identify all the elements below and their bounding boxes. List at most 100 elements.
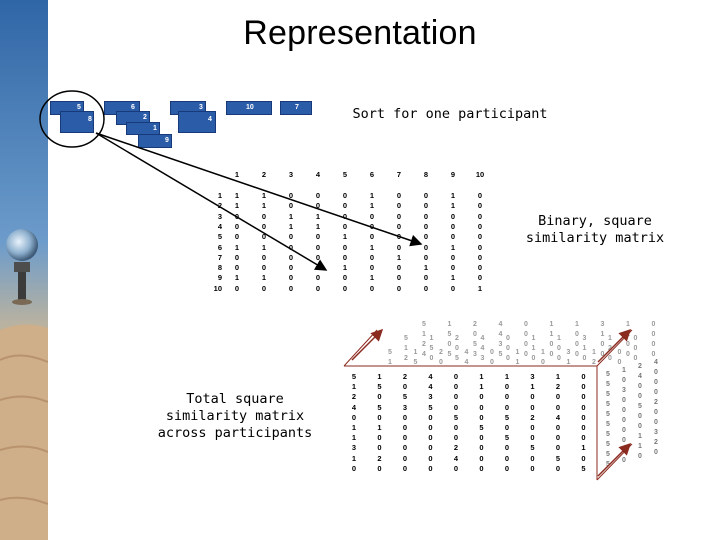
matrix-back-cell: 4 (498, 331, 503, 338)
matrix-cell: 0 (351, 463, 357, 473)
matrix-cell: 0 (342, 242, 348, 252)
matrix-cell: 1 (234, 201, 240, 211)
matrix-cell: 4 (351, 402, 357, 412)
matrix-cell: 0 (315, 201, 321, 211)
matrix-back-cell: 0 (429, 355, 434, 362)
matrix-cell: 2 (377, 453, 382, 463)
matrix-back-cell: 5 (473, 341, 477, 348)
matrix-cell: 0 (342, 252, 348, 262)
matrix-cell: 0 (369, 283, 375, 293)
matrix-side-cell: 0 (622, 377, 626, 384)
matrix-cell: 0 (288, 242, 294, 252)
matrix-cell: 0 (315, 242, 321, 252)
matrix-back-cell: 5 (498, 351, 503, 358)
matrix-cell: 0 (453, 372, 459, 381)
matrix-back-cell: 5 (413, 359, 418, 366)
matrix-cell: 0 (581, 392, 586, 402)
matrix-side-cell: 5 (606, 441, 610, 448)
matrix-back-cell: 1 (549, 321, 554, 328)
matrix-cell: 0 (477, 242, 483, 252)
matrix-col-header: 7 (396, 170, 402, 179)
matrix-back-cell: 3 (582, 335, 587, 342)
matrix-row-header: 6 (217, 242, 222, 252)
matrix-row-header: 2 (217, 201, 222, 211)
matrix-back-cell: 0 (651, 331, 656, 338)
sort-card: 9 (138, 134, 172, 148)
matrix-cell: 0 (234, 252, 240, 262)
matrix-back-cell: 1 (413, 349, 418, 356)
matrix-cell: 0 (428, 463, 433, 473)
matrix-cell: 0 (477, 201, 483, 211)
matrix-cell: 0 (423, 232, 429, 242)
matrix-cell: 0 (261, 232, 267, 242)
matrix-back-cell: 1 (404, 345, 408, 352)
matrix-cell: 0 (423, 191, 429, 200)
highlight-ellipse (39, 90, 105, 148)
matrix-cell: 0 (450, 263, 456, 273)
matrix-side-cell: 0 (622, 437, 626, 444)
matrix-cell: 0 (342, 283, 348, 293)
matrix-cell: 0 (504, 392, 510, 402)
matrix-row-header: 7 (217, 252, 222, 262)
matrix-cell: 5 (504, 412, 510, 422)
matrix-cell: 1 (261, 201, 267, 211)
matrix-side-cell: 0 (638, 423, 642, 430)
matrix-cell: 0 (581, 402, 586, 412)
matrix-cell: 0 (261, 252, 267, 262)
matrix-side-cell: 2 (654, 399, 658, 406)
matrix-cell: 0 (581, 423, 586, 432)
matrix-cell: 0 (288, 273, 294, 283)
matrix-back-cell: 0 (617, 349, 622, 356)
matrix-cell: 1 (377, 423, 382, 432)
matrix-cell: 0 (453, 402, 459, 412)
matrix-cell: 0 (396, 221, 402, 231)
matrix-cell: 1 (369, 191, 375, 200)
cube-edge (343, 329, 378, 367)
matrix-back-cell: 1 (575, 321, 579, 328)
matrix-cell: 0 (288, 232, 294, 242)
matrix-cell: 5 (377, 402, 382, 412)
matrix-back-cell: 0 (506, 335, 510, 342)
matrix-row-header: 1 (217, 191, 222, 200)
matrix-cell: 0 (477, 221, 483, 231)
matrix-cell: 0 (288, 201, 294, 211)
matrix-cell: 2 (530, 412, 535, 422)
matrix-back-cell: 2 (608, 345, 612, 352)
matrix-cell: 3 (428, 392, 433, 402)
matrix-cell: 3 (530, 372, 535, 381)
matrix-cell: 1 (351, 423, 357, 432)
matrix-back-cell: 1 (541, 349, 545, 356)
matrix-back-cell: 0 (506, 345, 510, 352)
matrix-cell: 5 (402, 392, 408, 402)
matrix-cell: 1 (288, 221, 294, 231)
matrix-cell: 0 (450, 211, 456, 221)
matrix-cell: 0 (315, 232, 321, 242)
matrix-cell: 0 (402, 412, 408, 422)
matrix-cell: 0 (479, 433, 484, 443)
matrix-cell: 4 (555, 412, 561, 422)
matrix-cell: 4 (428, 372, 433, 381)
mapping-arrow (95, 132, 328, 271)
matrix-back-cell: 0 (524, 331, 528, 338)
matrix-cell: 0 (504, 463, 510, 473)
matrix-back-cell: 3 (480, 355, 485, 362)
caption-total-matrix: Total square similarity matrix across pa… (157, 391, 313, 441)
matrix-cell: 0 (477, 263, 483, 273)
matrix-side-cell: 5 (606, 461, 610, 468)
matrix-back-cell: 2 (592, 359, 596, 366)
matrix-cell: 0 (477, 273, 483, 283)
matrix-cell: 1 (351, 453, 357, 463)
matrix-cell: 0 (234, 211, 240, 221)
matrix-back-cell: 3 (600, 321, 605, 328)
matrix-back-cell: 4 (464, 359, 469, 366)
matrix-cell: 0 (530, 423, 535, 432)
matrix-cell: 3 (351, 443, 357, 453)
matrix-cell: 0 (479, 443, 484, 453)
matrix-cell: 0 (477, 211, 483, 221)
matrix-cell: 0 (555, 463, 561, 473)
matrix-cell: 0 (581, 412, 586, 422)
matrix-side-cell: 2 (638, 363, 642, 370)
matrix-back-cell: 0 (506, 355, 510, 362)
matrix-back-cell: 3 (498, 341, 503, 348)
matrix-cell: 3 (402, 402, 408, 412)
